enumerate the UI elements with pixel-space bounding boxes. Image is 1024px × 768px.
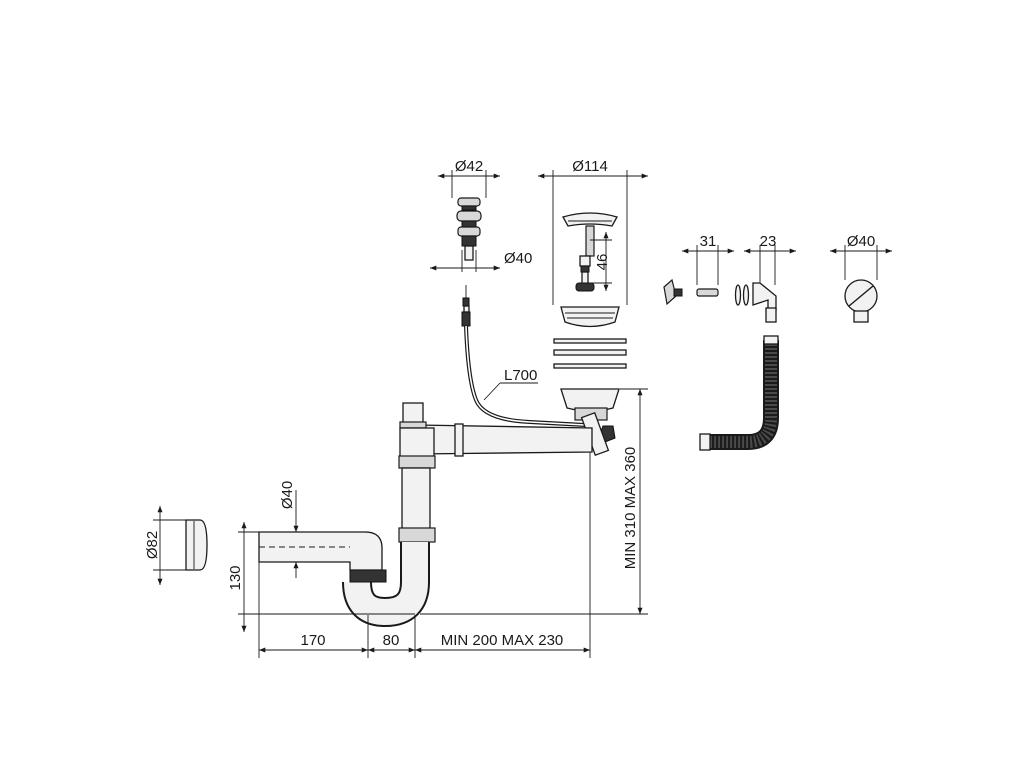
label-23: 23 (760, 233, 777, 250)
basket-pin-ring (580, 265, 590, 273)
drain-body (560, 306, 620, 328)
popup-plug-part: Ø42 Ø40 (430, 158, 532, 272)
vertical-pipe (401, 467, 431, 531)
label-130: 130 (227, 565, 244, 590)
outlet-pipe (258, 531, 383, 571)
label-l700: L700 (504, 367, 537, 384)
overflow-gasket (742, 284, 750, 306)
drain-assembly (258, 388, 620, 628)
plug-ring (461, 205, 477, 211)
label-d40-overflow: Ø40 (847, 233, 875, 250)
plug-seal (457, 226, 481, 237)
horizontal-arm (416, 424, 593, 455)
rosette (185, 519, 208, 571)
hose-end-left (699, 433, 711, 451)
plug-ring (461, 220, 477, 228)
label-170: 170 (300, 632, 325, 649)
trap-nut (398, 527, 436, 543)
plug-stem (464, 245, 474, 261)
label-d40-pipe: Ø40 (279, 481, 296, 509)
basket-nut (575, 282, 595, 292)
wall-rosette-part: Ø82 (144, 505, 208, 585)
trap-outlet-nut (349, 569, 387, 583)
basket-top (562, 212, 618, 227)
basket-pin (579, 255, 591, 267)
plug-body (461, 235, 477, 247)
tube-connector (462, 297, 470, 307)
spigot-ring (399, 421, 427, 429)
strainer-basket-part: Ø114 46 (538, 158, 648, 369)
overflow-parts: 31 23 Ø40 (663, 233, 892, 323)
dim-min310-max360: MIN 310 MAX 360 (420, 388, 648, 615)
tube-connector (463, 305, 470, 313)
washer (553, 338, 627, 344)
label-d42: Ø42 (455, 158, 483, 175)
hose-end-top (763, 335, 779, 345)
label-d114: Ø114 (572, 158, 608, 175)
label-80: 80 (383, 632, 400, 649)
tube-connector (461, 311, 471, 327)
arm-ring (454, 423, 464, 457)
basket-pin-end (581, 271, 589, 285)
plug-cap (457, 197, 481, 207)
overflow-tube: L700 (461, 285, 586, 427)
overflow-clip (673, 288, 683, 297)
basket-stem (585, 225, 595, 257)
washer (553, 349, 627, 356)
washer (553, 363, 627, 369)
overflow-hose (699, 335, 779, 451)
label-d40-plug: Ø40 (504, 250, 532, 267)
overflow-outlet (765, 307, 777, 323)
plug-seal (456, 210, 482, 222)
bottom-dimensions: 170 80 MIN 200 MAX 230 (258, 452, 591, 658)
tee-body (399, 427, 435, 459)
label-d82: Ø82 (144, 531, 161, 559)
dim-d40-pipe: Ø40 (279, 481, 299, 578)
label-min310-max360: MIN 310 MAX 360 (622, 447, 639, 570)
label-46: 46 (594, 254, 611, 271)
label-31: 31 (700, 233, 717, 250)
dim-130: 130 (227, 522, 415, 632)
overflow-front-outlet (853, 310, 869, 323)
overflow-screw (696, 288, 719, 297)
overflow-gasket (734, 284, 742, 306)
leader-l700 (483, 382, 501, 401)
label-min200-max230: MIN 200 MAX 230 (441, 632, 564, 649)
tee-nut (398, 455, 436, 469)
overflow-elbow (752, 282, 777, 311)
